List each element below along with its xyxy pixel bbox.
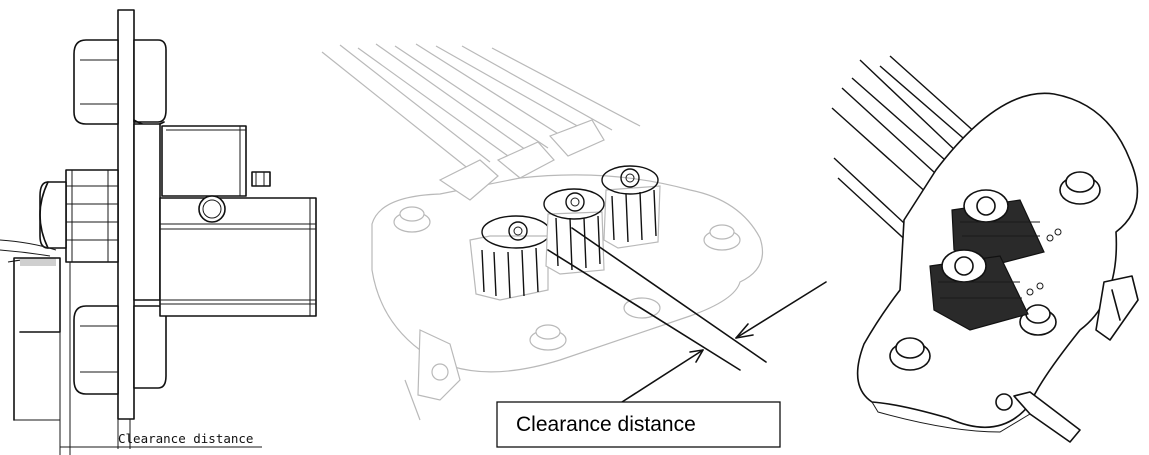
iso-connector-3 bbox=[601, 165, 661, 249]
arrow-lower bbox=[621, 349, 704, 403]
top-connector-1 bbox=[951, 189, 1045, 267]
side-view-drawing bbox=[0, 9, 317, 455]
upper-bolt-head bbox=[73, 39, 119, 125]
latch bbox=[251, 171, 271, 187]
connector-body bbox=[65, 169, 119, 263]
clearance-line-inner bbox=[547, 249, 741, 371]
clearance-line-outer bbox=[571, 227, 767, 363]
lower-nut bbox=[133, 305, 167, 389]
middle-clearance-label: Clearance distance bbox=[516, 413, 696, 436]
flange-plate bbox=[117, 9, 135, 420]
lower-bolt-head bbox=[73, 305, 119, 395]
top-view-drawing bbox=[831, 55, 1139, 443]
arrow-upper bbox=[735, 281, 827, 339]
left-clearance-label: Clearance distance bbox=[118, 431, 253, 446]
isometric-view-drawing bbox=[321, 43, 827, 421]
upper-nut bbox=[133, 39, 167, 123]
housing-lower bbox=[159, 197, 317, 317]
housing-upper bbox=[161, 125, 247, 197]
top-connector-2 bbox=[929, 249, 1029, 331]
clearance-callout-box bbox=[496, 401, 781, 448]
top-bottom-latch bbox=[1013, 391, 1081, 443]
connector-knob bbox=[39, 181, 67, 249]
